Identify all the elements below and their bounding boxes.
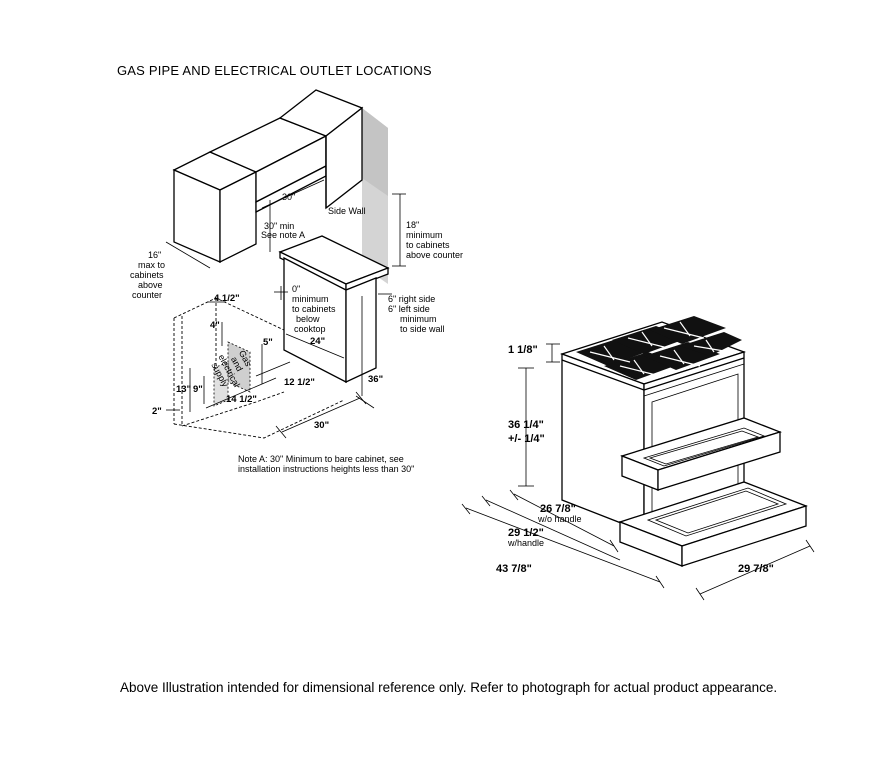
dim-14-1-2: 14 1/2": [226, 394, 257, 405]
svg-text:max to: max to: [138, 260, 165, 270]
dim-29-7-8: 29 7/8": [738, 563, 774, 575]
svg-text:to cabinets: to cabinets: [406, 240, 450, 250]
svg-text:cabinets: cabinets: [130, 270, 164, 280]
dim-30-bottom: 30": [314, 420, 329, 431]
dim-30-top: 30": [282, 192, 295, 202]
dim-5: 5": [263, 337, 273, 348]
lower-cabinet: [278, 235, 390, 384]
dim-9: 9": [193, 384, 203, 395]
svg-text:above counter: above counter: [406, 250, 463, 260]
max-16-label: 16" max to cabinets above counter: [130, 250, 165, 300]
upper-cabinets: [172, 89, 364, 264]
diagram-title: GAS PIPE AND ELECTRICAL OUTLET LOCATIONS: [117, 63, 432, 78]
dimension-lines: [165, 179, 406, 439]
w-handle-label: w/handle: [507, 538, 544, 548]
svg-text:minimum: minimum: [400, 314, 437, 324]
svg-text:counter: counter: [132, 290, 162, 300]
dim-26-7-8: 26 7/8": [540, 503, 576, 515]
min-18-label: 18" minimum to cabinets above counter: [406, 220, 463, 260]
min-30-line2: See note A: [261, 230, 305, 240]
svg-text:minimum: minimum: [406, 230, 443, 240]
svg-text:16": 16": [148, 250, 161, 260]
dim-1-1-8: 1 1/8": [508, 344, 538, 356]
note-a: Note A: 30" Minimum to bare cabinet, see…: [238, 454, 414, 474]
supply-area: [213, 341, 251, 407]
dim-24: 24": [310, 336, 325, 347]
svg-text:to side wall: to side wall: [400, 324, 445, 334]
svg-text:below: below: [296, 314, 320, 324]
dim-29-1-2: 29 1/2": [508, 527, 544, 539]
svg-text:cooktop: cooktop: [294, 324, 326, 334]
svg-text:minimum: minimum: [292, 294, 329, 304]
grates: [576, 316, 742, 380]
installation-diagram: 30" Side Wall 30" min See note A 18" min…: [130, 89, 463, 474]
min-0-label: 0" minimum to cabinets below cooktop: [292, 284, 336, 334]
wo-handle-label: w/o handle: [537, 514, 582, 524]
lower-oven-door: [618, 481, 808, 567]
disclaimer-footer: Above Illustration intended for dimensio…: [120, 680, 778, 695]
svg-text:18": 18": [406, 220, 419, 230]
dim-43-7-8: 43 7/8": [496, 563, 532, 575]
range-dimension-lines: [461, 343, 815, 601]
svg-text:above: above: [138, 280, 163, 290]
dim-4-1-2: 4 1/2": [214, 293, 240, 304]
svg-text:6" left side: 6" left side: [388, 304, 430, 314]
range-diagram: 1 1/8" 36 1/4" +/- 1/4" 26 7/8" w/o hand…: [461, 316, 815, 601]
svg-text:0": 0": [292, 284, 300, 294]
dim-2: 2": [152, 406, 162, 417]
svg-text:Note A: 30" Minimum to bare ca: Note A: 30" Minimum to bare cabinet, see: [238, 454, 404, 464]
side-wall-label: Side Wall: [328, 206, 366, 216]
dim-36-1-4: 36 1/4": [508, 419, 544, 431]
svg-text:installation instructions heig: installation instructions heights less t…: [238, 464, 414, 474]
side-clearance-label: 6" right side 6" left side minimum to si…: [388, 294, 445, 334]
dim-36: 36": [368, 374, 383, 385]
dim-13: 13": [176, 384, 191, 395]
dim-4: 4": [210, 320, 220, 331]
min-30-line1: 30" min: [264, 221, 294, 231]
dim-12-1-2: 12 1/2": [284, 377, 315, 388]
svg-text:to cabinets: to cabinets: [292, 304, 336, 314]
svg-text:6" right side: 6" right side: [388, 294, 435, 304]
dim-tolerance: +/- 1/4": [508, 433, 545, 445]
upper-oven-door: [620, 417, 782, 491]
